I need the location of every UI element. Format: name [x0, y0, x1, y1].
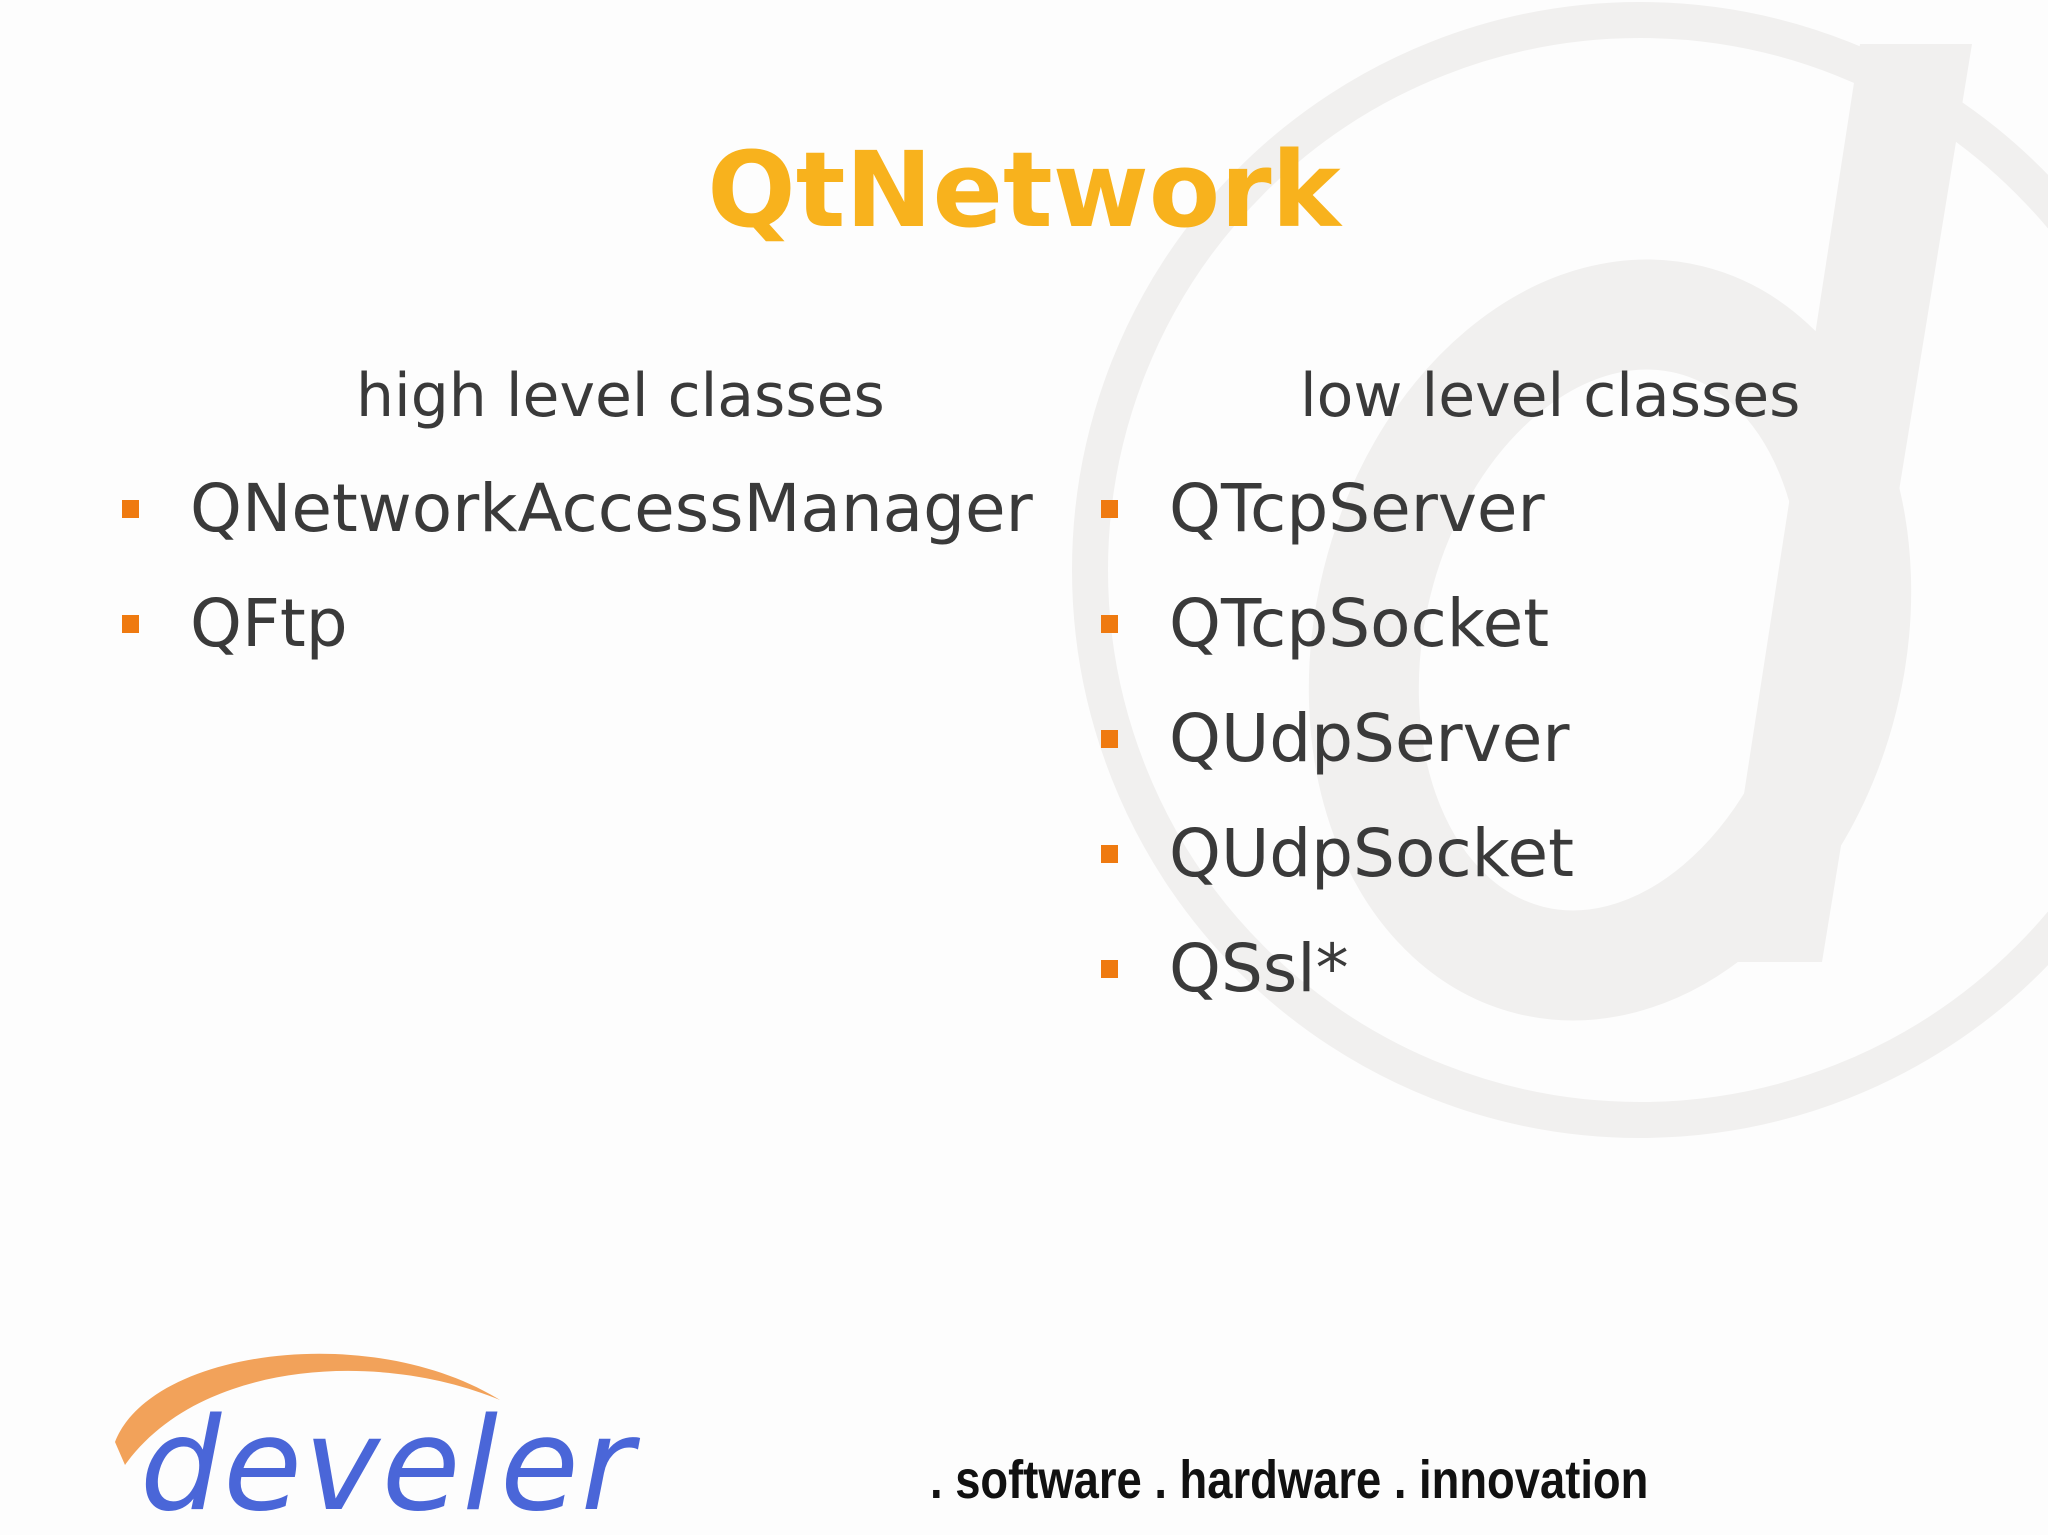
square-bullet-icon: [1101, 615, 1118, 633]
company-tagline: . software . hardware . innovation: [930, 1450, 1649, 1510]
class-name: QFtp: [190, 585, 348, 662]
square-bullet-icon: [1101, 730, 1118, 748]
low-level-heading: low level classes: [1300, 361, 1801, 431]
square-bullet-icon: [1101, 960, 1118, 978]
class-name: QUdpSocket: [1169, 815, 1574, 892]
class-name: QSsl*: [1169, 930, 1349, 1007]
slide-title: QtNetwork: [707, 129, 1341, 251]
class-name: QTcpSocket: [1169, 585, 1550, 662]
square-bullet-icon: [1101, 500, 1118, 518]
square-bullet-icon: [122, 500, 139, 518]
high-level-heading: high level classes: [356, 361, 885, 431]
logo-wordmark: develer: [140, 1391, 636, 1535]
logo-swoosh-icon: [115, 1353, 500, 1465]
square-bullet-icon: [1101, 845, 1118, 863]
square-bullet-icon: [122, 615, 139, 633]
develer-logo: develer: [110, 1330, 633, 1530]
class-name: QNetworkAccessManager: [190, 470, 1033, 547]
class-name: QUdpServer: [1169, 700, 1570, 777]
class-name: QTcpServer: [1169, 470, 1545, 547]
